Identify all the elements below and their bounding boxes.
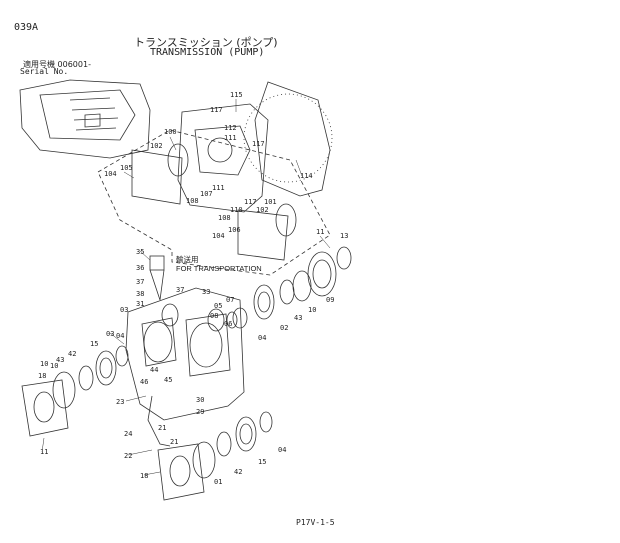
callout: 03 [106, 330, 114, 338]
callout: 05 [214, 302, 222, 310]
callout: 33 [202, 288, 210, 296]
leader-lines [41, 99, 331, 476]
callout: 108 [218, 214, 231, 222]
callout: 11 [316, 228, 324, 236]
callout: 15 [90, 340, 98, 348]
callout: 44 [150, 366, 158, 374]
callout: 03 [120, 306, 128, 314]
callout: 04 [258, 334, 266, 342]
lower-gear-train [157, 411, 273, 501]
callout: 106 [228, 226, 241, 234]
callout: 42 [234, 468, 242, 476]
callout: 104 [104, 170, 117, 178]
callout: 21 [170, 438, 178, 446]
callout: 21 [158, 424, 166, 432]
callout: 30 [196, 396, 204, 404]
small-covers [131, 143, 297, 261]
left-gear-train [21, 345, 129, 437]
callout: 23 [116, 398, 124, 406]
transport-note-english: FOR TRANSPORTATION [176, 264, 262, 273]
callout: 42 [68, 350, 76, 358]
callout: 04 [116, 332, 124, 340]
transport-note-japanese: 輸送用 [176, 255, 199, 264]
callout: 18 [140, 472, 148, 480]
callout: 111 [224, 134, 237, 142]
callout: 13 [340, 232, 348, 240]
callout: 102 [150, 142, 163, 150]
callout: 07 [226, 296, 234, 304]
callout: 24 [124, 430, 132, 438]
right-gear-train [226, 246, 352, 329]
callout: 22 [124, 452, 132, 460]
serial-label-english: Serial No. [20, 67, 69, 76]
callout: 37 [176, 286, 184, 294]
callout: 01 [214, 478, 222, 486]
section-code: 039A [14, 22, 39, 33]
callout: 117 [210, 106, 223, 114]
serial-label-japanese: 適用号機 006001- [23, 60, 91, 69]
callout: 45 [164, 376, 172, 384]
callout: 36 [136, 264, 144, 272]
callout: 105 [120, 164, 133, 172]
callout: 08 [210, 312, 218, 320]
callout: 10 [40, 360, 48, 368]
transmission-housing [125, 287, 245, 421]
inset-boundary [97, 129, 331, 276]
title-english: TRANSMISSION (PUMP) [150, 47, 265, 58]
callout: 112 [224, 124, 237, 132]
callout: 110 [230, 206, 243, 214]
page-code: P17V-1-5 [296, 518, 335, 527]
cover-plate [243, 81, 333, 197]
callout: 43 [294, 314, 302, 322]
callout: 18 [38, 372, 46, 380]
callout: 37 [136, 278, 144, 286]
callout: 35 [136, 248, 144, 256]
callout: 100 [164, 128, 177, 136]
callout: 29 [196, 408, 204, 416]
callout: 09 [326, 296, 334, 304]
dipstick-pipe [147, 395, 171, 447]
breather-assembly [149, 255, 165, 301]
callout: 46 [140, 378, 148, 386]
callout: 104 [212, 232, 225, 240]
callout: 02 [280, 324, 288, 332]
callout: 04 [278, 446, 286, 454]
callout: 101 [264, 198, 277, 206]
callout: 114 [300, 172, 313, 180]
callout: 43 [56, 356, 64, 364]
callout: 117 [252, 140, 265, 148]
callout: 11 [40, 448, 48, 456]
callout: 15 [258, 458, 266, 466]
callout: 31 [136, 300, 144, 308]
callout: 10 [50, 362, 58, 370]
callout: 107 [200, 190, 213, 198]
callout: 10 [308, 306, 316, 314]
callout-labels: 115 117 112 100 102 111 117 105 104 107 … [38, 91, 348, 486]
callout: 38 [136, 290, 144, 298]
callout: 115 [230, 91, 243, 99]
upper-housing [177, 103, 269, 213]
title-japanese: トランスミッション (ポンプ) [134, 36, 278, 49]
callout: 06 [224, 320, 232, 328]
callout: 102 [256, 206, 269, 214]
callout: 117 [244, 198, 257, 206]
machine-outline-sketch [19, 79, 151, 159]
callout: 108 [186, 197, 199, 205]
callout: 111 [212, 184, 225, 192]
